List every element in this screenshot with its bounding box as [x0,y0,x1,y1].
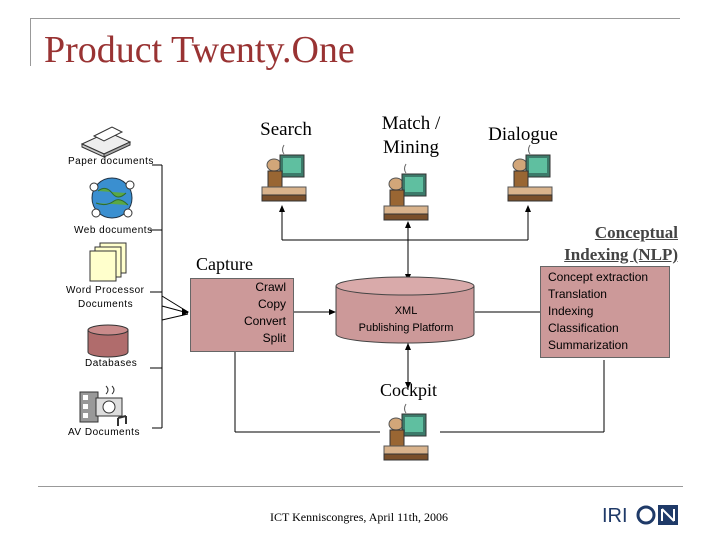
scanner-icon [80,126,132,158]
xml-platform-line1: XML [394,305,418,317]
irion-logo-text: IRI [602,505,628,526]
slide-title: Product Twenty.One [44,29,355,71]
word-documents-icon [89,242,127,282]
source-word-label-1: Word Processor [66,285,145,296]
ci-item-concept-extraction: Concept extraction [548,270,649,284]
match-mining-line1: Match / [381,113,441,134]
av-media-icon [79,385,127,426]
ci-item-summarization: Summarization [548,338,629,352]
database-icon [87,324,129,358]
search-label: Search [260,119,312,140]
xml-platform-label: XML Publishing Platform [336,303,476,337]
capture-step-crawl: Crawl [255,280,286,294]
ci-item-indexing: Indexing [548,304,594,318]
dialogue-workstation-icon [507,144,553,202]
ci-item-translation: Translation [548,287,607,301]
xml-platform-cylinder [335,276,475,344]
xml-platform-line2: Publishing Platform [358,322,454,334]
match-workstation-icon [383,163,429,221]
conceptual-indexing-line2: Indexing (NLP) [564,245,678,264]
footer-text: ICT Kenniscongres, April 11th, 2006 [270,510,448,524]
cockpit-label: Cockpit [380,380,437,400]
dialogue-label: Dialogue [488,124,558,145]
title-rule [30,18,680,19]
capture-steps: Crawl Copy Convert Split [200,279,286,347]
footer-rule [38,486,683,487]
source-web-label: Web documents [74,225,153,236]
conceptual-indexing-label: Conceptual Indexing (NLP) [520,222,678,266]
match-mining-label: Match / Mining [366,112,456,160]
capture-label: Capture [196,254,253,274]
capture-box [190,278,294,352]
conceptual-indexing-box [540,266,670,358]
irion-logo: IRI [602,505,678,526]
capture-step-copy: Copy [257,297,286,311]
source-av-label: AV Documents [68,427,140,438]
source-word-label-2: Documents [78,299,134,310]
ci-item-classification: Classification [548,321,619,335]
search-workstation-icon [261,144,307,202]
capture-step-convert: Convert [243,314,286,328]
conceptual-indexing-line1: Conceptual [594,223,678,242]
capture-step-split: Split [262,331,286,345]
title-rule-left [30,18,31,66]
match-mining-line2: Mining [383,137,439,158]
globe-icon [89,177,135,219]
cockpit-workstation-icon [383,403,429,461]
conceptual-indexing-items: Concept extraction Translation Indexing … [548,269,668,354]
source-paper-label: Paper documents [68,156,154,167]
source-databases-label: Databases [85,358,138,369]
